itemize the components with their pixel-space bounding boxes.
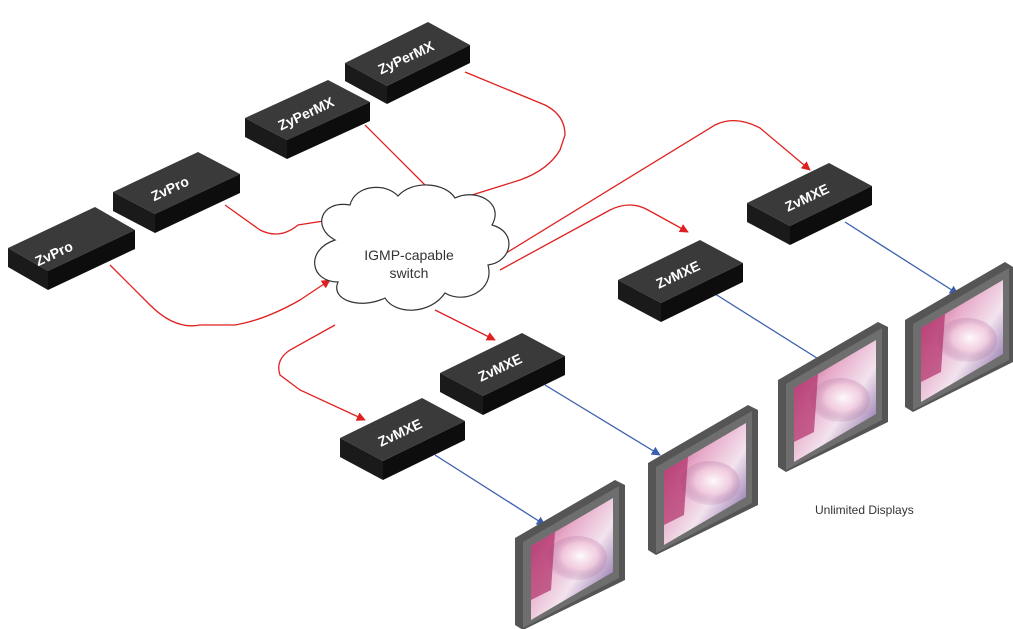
receiver-device-zvmxe-4: ZvMXE: [747, 163, 872, 245]
source-device-zvpro-2: ZvPro: [113, 152, 240, 233]
igmp-switch-cloud: IGMP-capable switch: [314, 184, 510, 311]
link-to-receiver-1: [278, 324, 366, 421]
source-device-zypermx-1: ZyPerMX: [245, 80, 370, 159]
display-3: [778, 322, 888, 472]
receiver-device-zvmxe-3: ZvMXE: [618, 240, 743, 322]
link-display-1: [434, 454, 546, 526]
link-zvpro-2: [224, 204, 331, 235]
source-device-zvpro-1: ZvPro: [8, 207, 135, 290]
source-device-zypermx-2: ZyPerMX: [345, 22, 470, 104]
link-to-receiver-3: [499, 204, 689, 271]
link-display-3: [711, 291, 829, 366]
receiver-device-zvmxe-2: ZvMXE: [440, 333, 565, 415]
link-display-4: [844, 221, 959, 295]
switch-label-line2: switch: [390, 265, 429, 281]
display-4: [905, 262, 1013, 412]
display-1: [515, 480, 625, 629]
link-zypermx-2: [439, 71, 566, 207]
link-to-receiver-4: [497, 120, 811, 259]
unlimited-displays-caption: Unlimited Displays: [815, 503, 914, 517]
display-links: [434, 221, 959, 526]
link-zvpro-1: [109, 264, 331, 327]
receiver-device-zvmxe-1: ZvMXE: [340, 398, 465, 480]
link-display-2: [544, 384, 661, 456]
display-2: [648, 405, 758, 555]
link-to-receiver-2: [434, 309, 496, 341]
switch-label-line1: IGMP-capable: [364, 247, 454, 263]
